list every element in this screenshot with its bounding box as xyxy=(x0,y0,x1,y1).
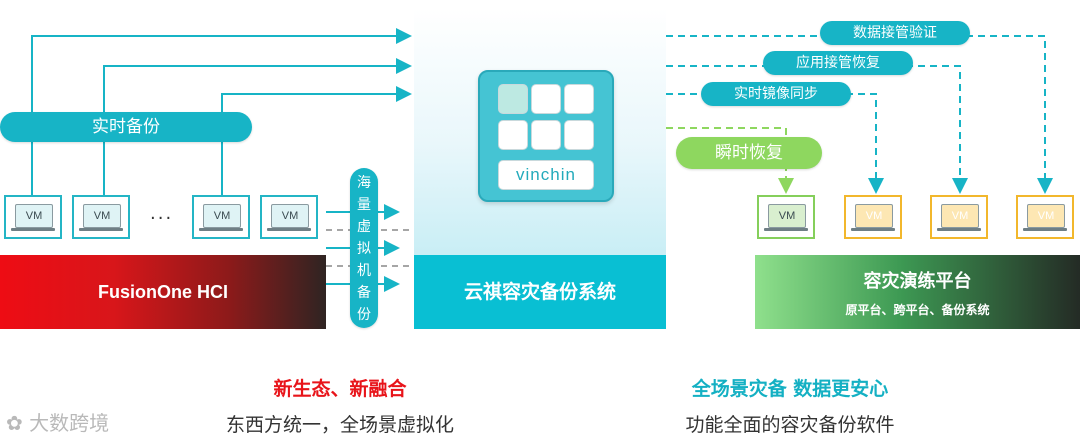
realtime-mirror-sync-pill: 实时镜像同步 xyxy=(701,82,851,106)
right-caption-title: 全场景灾备 数据更安心 xyxy=(691,378,889,400)
vm-icon: VM xyxy=(930,195,988,239)
mass-vm-backup-pill: 海 量 虚 拟 机 备 份 xyxy=(350,168,378,328)
watermark-text: 大数跨境 xyxy=(29,411,110,435)
vert-char: 机 xyxy=(357,263,371,279)
vm-icon: VM xyxy=(844,195,902,239)
dr-platform-subtitle: 原平台、跨平台、备份系统 xyxy=(845,303,990,317)
line-top xyxy=(31,28,412,195)
vm-label: VM xyxy=(271,204,309,228)
vert-char: 拟 xyxy=(357,241,371,257)
vert-char: 备 xyxy=(357,285,371,301)
instant-recovery-pill: 瞬时恢复 xyxy=(676,137,822,169)
vm-label: VM xyxy=(768,204,806,228)
ellipsis: ··· xyxy=(150,208,174,229)
vm-label: VM xyxy=(83,204,121,228)
vm-icon: VM xyxy=(1016,195,1074,239)
vm-icon: VM xyxy=(4,195,62,239)
realtime-backup-pill: 实时备份 xyxy=(0,112,252,142)
vm-label: VM xyxy=(855,204,893,228)
vm-label: VM xyxy=(941,204,979,228)
logo-tile xyxy=(531,120,561,150)
vinchin-logo: vinchin xyxy=(478,70,614,202)
line-low xyxy=(221,86,412,195)
line-mid xyxy=(103,58,412,195)
left-caption-subtitle: 东西方统一，全场景虚拟化 xyxy=(225,414,454,436)
vm-icon: VM xyxy=(757,195,815,239)
vert-char: 海 xyxy=(357,175,371,191)
watermark-icon: ✿ xyxy=(6,411,23,435)
vm-label: VM xyxy=(1027,204,1065,228)
vm-icon: VM xyxy=(72,195,130,239)
center-system-bar: 云祺容灾备份系统 xyxy=(414,255,666,329)
vert-char: 量 xyxy=(357,197,371,213)
logo-tile xyxy=(564,120,594,150)
data-takeover-verify-pill: 数据接管验证 xyxy=(820,21,970,45)
vm-icon: VM xyxy=(260,195,318,239)
vm-icon: VM xyxy=(192,195,250,239)
vm-label: VM xyxy=(15,204,53,228)
left-caption-title: 新生态、新融合 xyxy=(273,378,407,400)
logo-tile xyxy=(531,84,561,114)
logo-tile xyxy=(498,84,528,114)
right-caption-subtitle: 功能全面的容灾备份软件 xyxy=(685,414,895,436)
logo-text: vinchin xyxy=(498,160,594,190)
logo-tile xyxy=(564,84,594,114)
logo-tile xyxy=(498,120,528,150)
vert-char: 虚 xyxy=(357,219,371,235)
watermark: ✿ 大数跨境 xyxy=(6,407,109,436)
dr-platform-title: 容灾演练平台 xyxy=(863,271,972,292)
vm-label: VM xyxy=(203,204,241,228)
app-takeover-recover-pill: 应用接管恢复 xyxy=(763,51,913,75)
dr-drill-platform-bar: 容灾演练平台 原平台、跨平台、备份系统 xyxy=(755,255,1080,329)
vert-char: 份 xyxy=(357,307,371,323)
fusionone-hci-bar: FusionOne HCI xyxy=(0,255,326,329)
